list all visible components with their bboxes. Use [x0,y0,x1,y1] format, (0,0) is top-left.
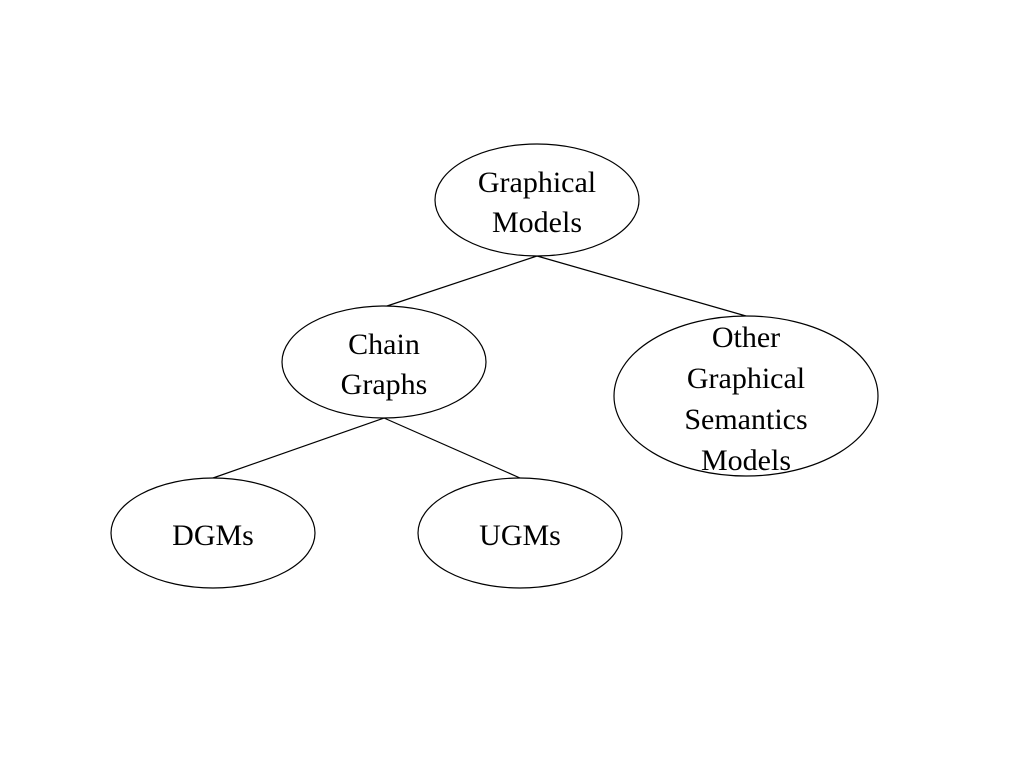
node-dgms-ellipse [110,477,316,589]
node-graphical-models-label-line-2: Models [492,206,582,239]
edge-chain-graphs-to-ugms [383,417,521,479]
node-other-graphical-semantics-models: Other Graphical Semantics Models [613,315,879,477]
edge-graphical-models-to-other-semantics [536,255,747,317]
node-ugms-label: UGMs [479,519,561,552]
node-graphical-models: Graphical Models [434,143,640,257]
edge-chain-graphs-to-dgms [212,417,385,479]
node-dgms: DGMs [110,477,316,589]
node-chain-graphs-label-line-1: Chain [348,328,420,361]
node-chain-graphs: Chain Graphs [281,305,487,419]
node-ugms-ellipse [417,477,623,589]
node-chain-graphs-label-line-2: Graphs [341,368,428,401]
node-other-semantics-label-line-2: Graphical [687,362,805,395]
node-other-semantics-label-line-4: Models [701,444,791,477]
node-graphical-models-ellipse [434,143,640,257]
node-other-semantics-ellipse [613,315,879,477]
node-chain-graphs-ellipse [281,305,487,419]
node-other-semantics-label-line-1: Other [712,321,780,354]
edge-graphical-models-to-chain-graphs [383,255,538,308]
node-ugms: UGMs [417,477,623,589]
node-other-semantics-label-line-3: Semantics [684,403,807,436]
node-dgms-label: DGMs [172,519,254,552]
node-graphical-models-label-line-1: Graphical [478,166,596,199]
